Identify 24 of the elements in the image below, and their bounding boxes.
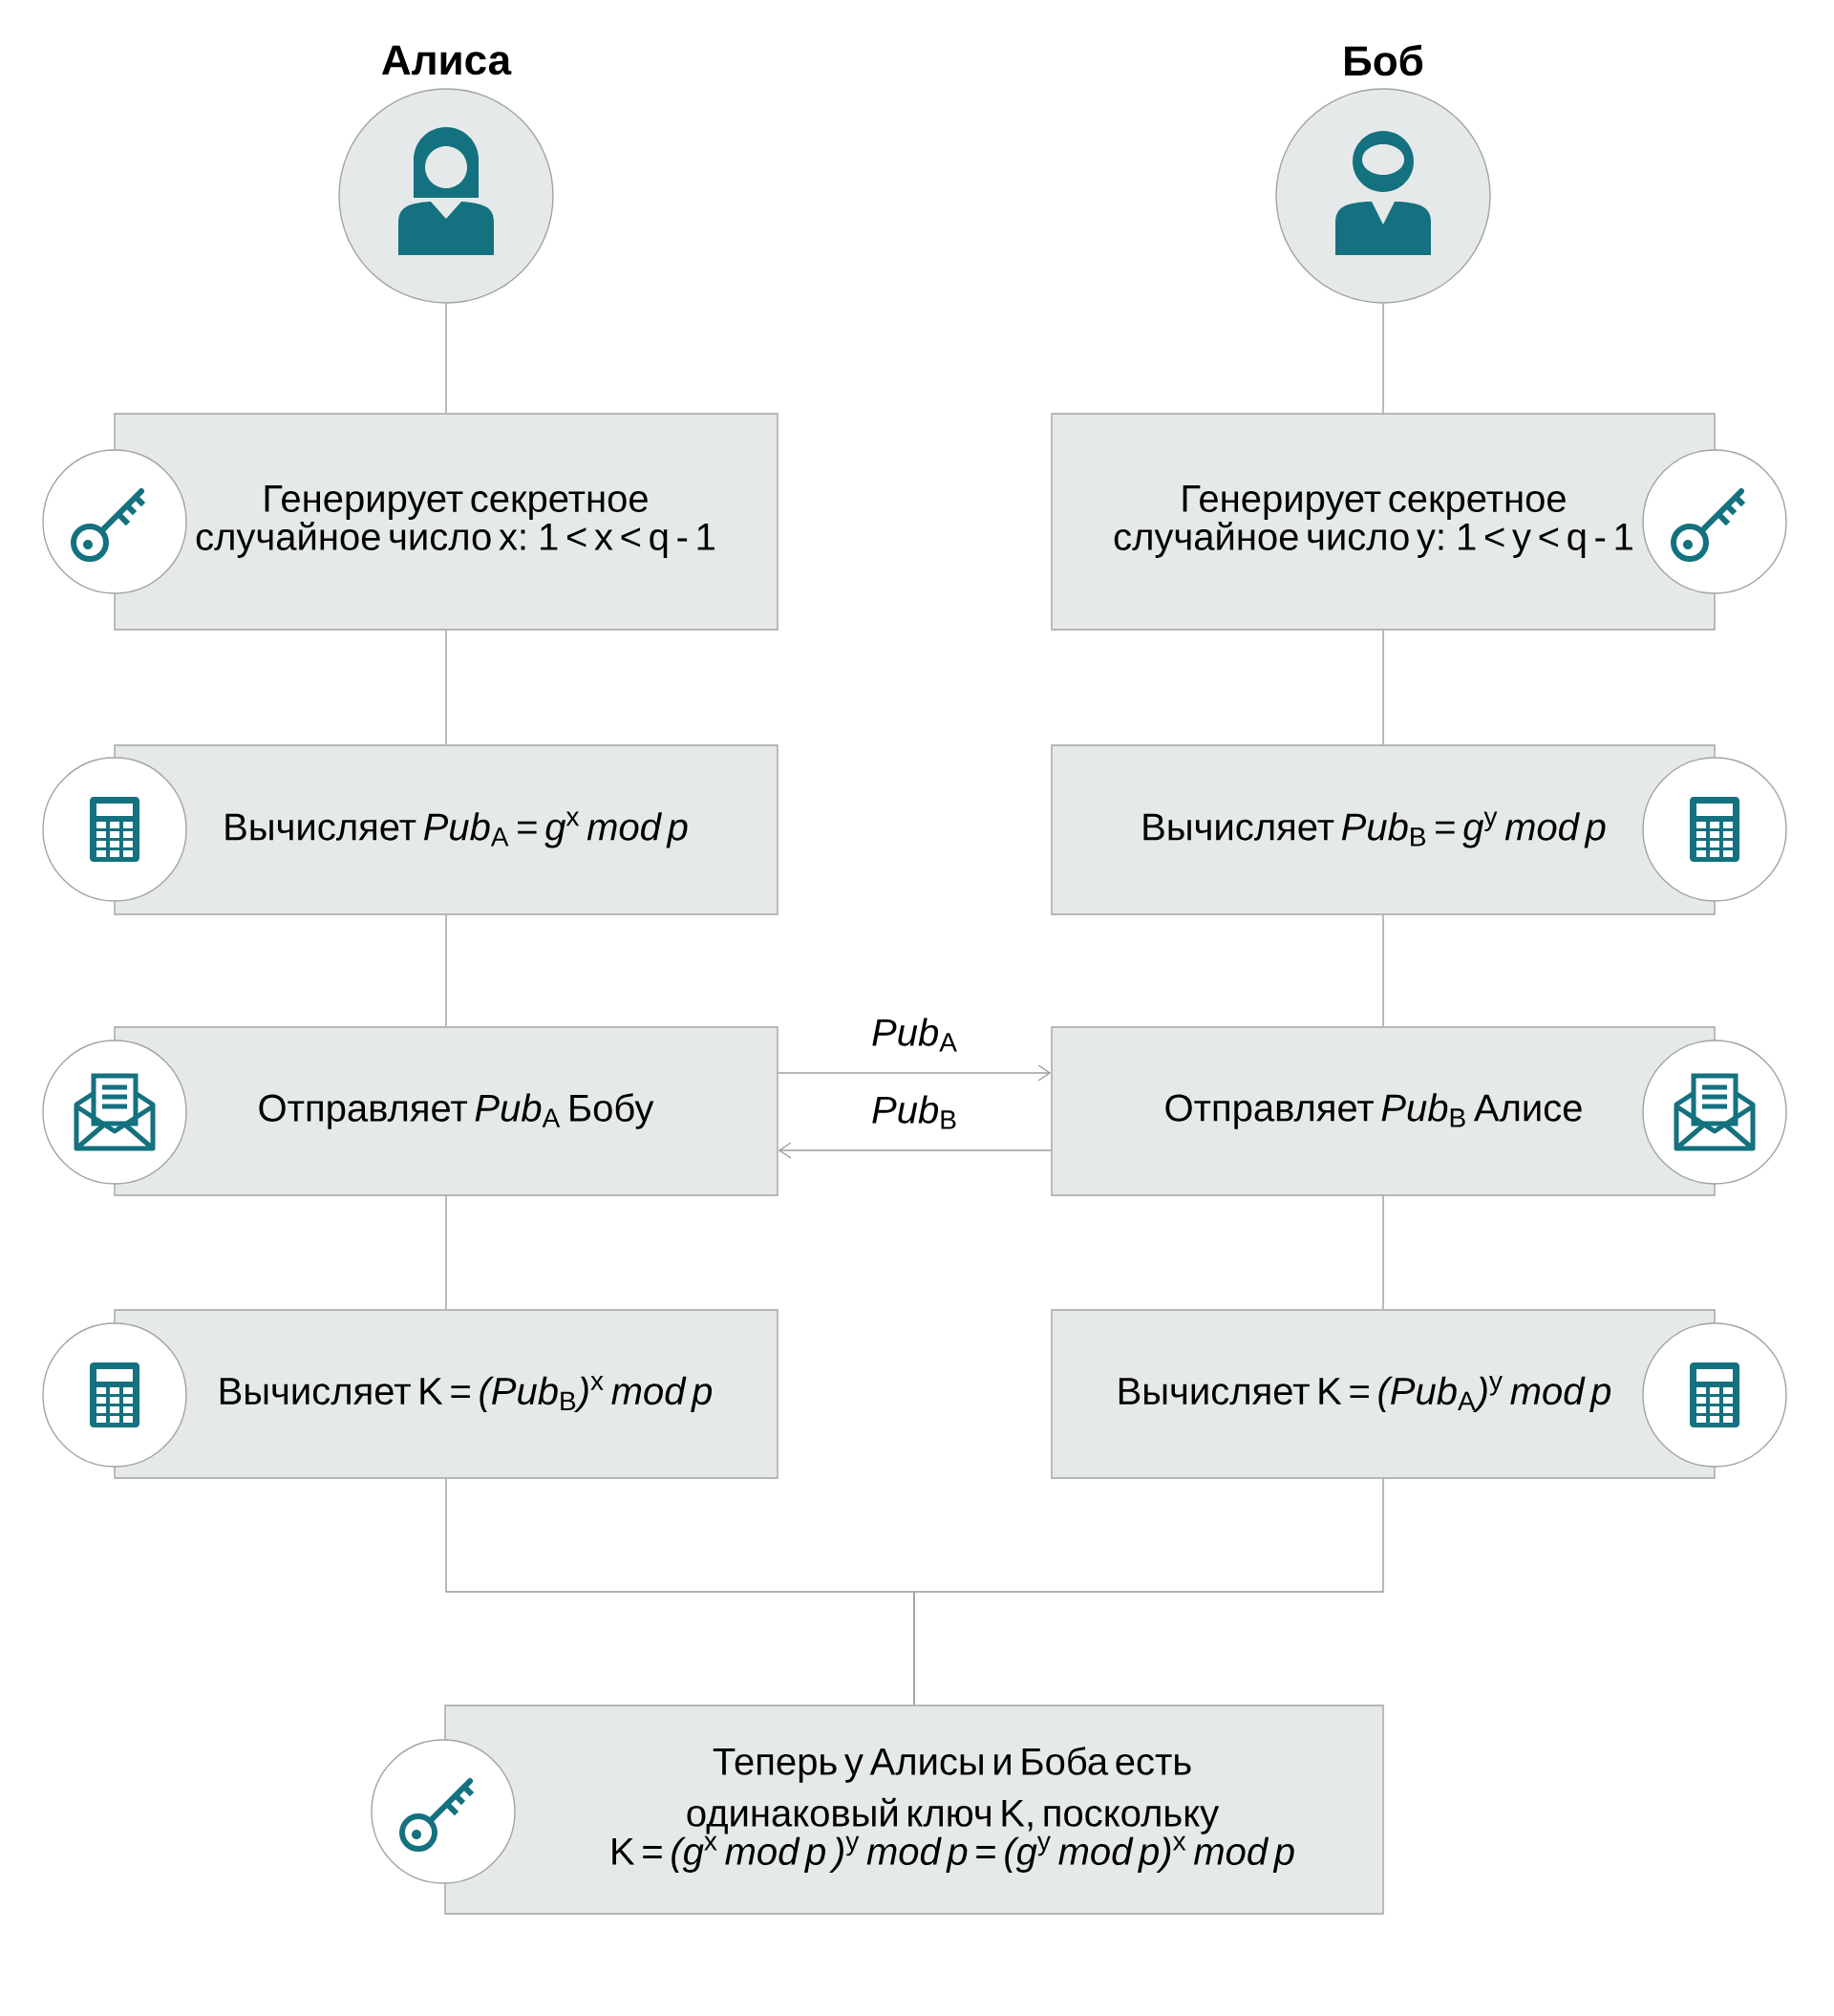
process-box: Теперь у Алисы и Боба есть одинаковый ключ K, поскольку K = (g$^{x}$ mod p )$^{y}$ mod p = (g$^{y}$ mod p)$^{x}$ mod p	[444, 1705, 1384, 1915]
connector	[1382, 303, 1384, 414]
connector	[778, 1064, 1052, 1082]
person-name: Алиса	[381, 45, 512, 75]
person-name: Боб	[1345, 44, 1423, 76]
edge-label: Pub$_{A}$	[869, 1016, 960, 1054]
connector	[445, 303, 447, 414]
process-box: Отправляет Pub$_{A}$ Бобу	[114, 1026, 778, 1196]
connector	[1382, 914, 1384, 1027]
connector	[1382, 630, 1384, 745]
process-box: Генерирует секретное случайное число x: 1 < x < q - 1	[114, 413, 778, 631]
process-box: Генерирует секретное случайное число y: 1 < y < q - 1	[1051, 413, 1716, 631]
process-box: Отправляет Pub$_{B}$ Алисе	[1051, 1026, 1716, 1196]
connector	[445, 914, 447, 1027]
process-box: Вычисляет Pub$_{A}$ = g$^{x}$ mod p	[114, 744, 778, 915]
connector	[445, 1195, 447, 1310]
process-box: Вычисляет K = (Pub$_{B}$)$^{x}$ mod p	[114, 1309, 778, 1479]
connector	[913, 1478, 1384, 1705]
edge-label: Pub$_{B}$	[869, 1093, 960, 1131]
connector	[445, 630, 447, 745]
connector	[1382, 1195, 1384, 1310]
connector	[778, 1142, 1052, 1159]
process-box: Вычисляет K = (Pub$_{A}$)$^{y}$ mod p	[1051, 1309, 1716, 1479]
process-box: Вычисляет Pub$_{B}$ = g$^{y}$ mod p	[1051, 744, 1716, 915]
